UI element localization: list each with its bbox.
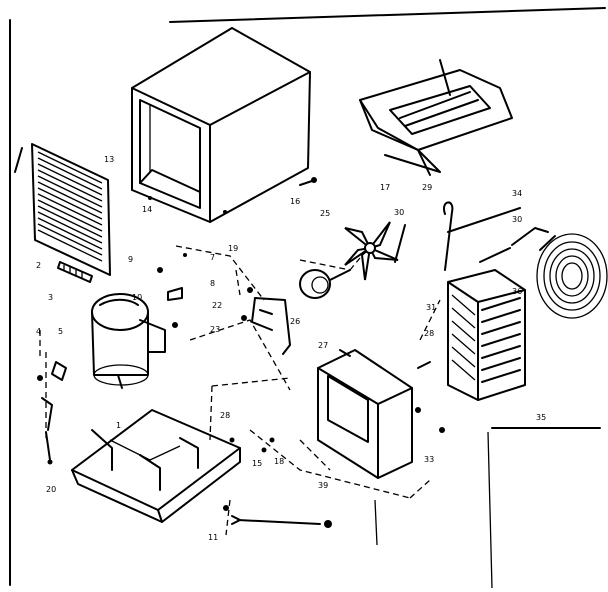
small-hardware — [157, 253, 275, 511]
label-base-washer: 11 — [208, 533, 218, 542]
label-base-pan: 20 — [46, 485, 56, 494]
label-motor-bracket: 27 — [318, 341, 328, 350]
label-shroud: 31 — [426, 303, 436, 312]
label-cabinet-screw: 16 — [290, 197, 300, 206]
label-evaporator-coil: 35 — [536, 413, 546, 422]
label-fan-clip: 30 — [394, 208, 404, 217]
label-washer: 9 — [128, 255, 133, 264]
label-terminal-cover: 5 — [58, 327, 63, 336]
label-bracket-screw: 7 — [210, 253, 215, 262]
label-capillary-tube: 29 — [422, 183, 432, 192]
label-motor-nut: 23 — [210, 325, 220, 334]
power-cord — [231, 515, 332, 528]
label-shroud-fastener: 33 — [424, 455, 434, 464]
cabinet-screw — [299, 177, 317, 186]
label-base-rail: 17 — [380, 183, 390, 192]
condenser-coil — [536, 233, 608, 319]
part-labels: 13 14 16 17 25 30 29 34 30 36 35 31 28 3… — [36, 155, 546, 542]
cabinet — [131, 27, 311, 223]
compressor — [91, 293, 166, 389]
drain-tube — [447, 207, 549, 263]
label-power-cord: 39 — [318, 481, 328, 490]
label-base-nut: 18 — [274, 457, 284, 466]
label-bracket-clip: 8 — [210, 279, 215, 288]
label-overload: 4 — [36, 327, 41, 336]
fan-motor — [299, 257, 361, 299]
fan-blade — [344, 221, 399, 281]
label-cabinet: 14 — [142, 205, 152, 214]
label-drain-tube: 34 — [512, 189, 522, 198]
compressor-electrical — [37, 361, 67, 465]
frame-lines — [9, 7, 606, 589]
label-bracket-nut: 19 — [228, 244, 238, 253]
evaporator-coil — [447, 269, 526, 401]
label-fan-blade: 25 — [320, 209, 330, 218]
label-filter: 2 — [36, 261, 41, 270]
capillary-tube — [394, 201, 454, 271]
shroud — [317, 349, 413, 479]
label-base-screw: 15 — [252, 459, 262, 468]
label-coil-fitting: 30 — [512, 215, 522, 224]
grille — [14, 143, 111, 276]
label-cord-clip: 1 — [116, 421, 121, 430]
base-pan — [71, 409, 241, 523]
leader-lines — [39, 245, 441, 536]
label-grommet: 10 — [132, 293, 142, 302]
label-compressor: 3 — [48, 293, 53, 302]
base-rail — [359, 59, 513, 176]
label-condenser-coil: 36 — [512, 287, 522, 296]
label-fan-motor: 26 — [290, 317, 300, 326]
motor-bracket — [251, 297, 291, 355]
label-support-bolt: 28 — [220, 411, 230, 420]
label-grille: 13 — [104, 155, 114, 164]
filter — [57, 261, 93, 283]
label-motor-bolt: 22 — [212, 301, 222, 310]
label-shroud-screw: 28 — [424, 329, 434, 338]
shroud-fasteners — [415, 361, 445, 433]
